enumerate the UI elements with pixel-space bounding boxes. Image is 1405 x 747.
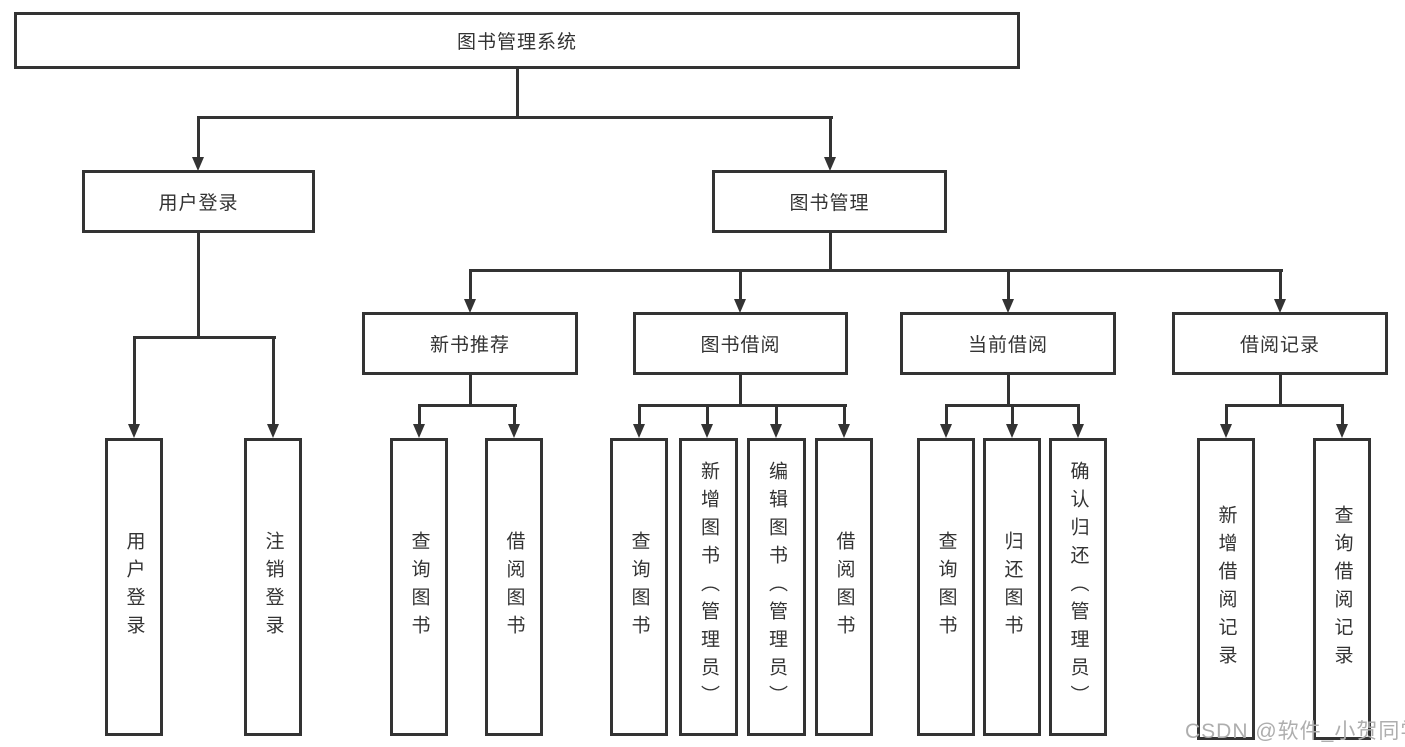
node-label: 图书借阅 bbox=[700, 335, 781, 356]
node-label: 查询图书 bbox=[935, 531, 957, 643]
arrowhead-down-icon bbox=[838, 424, 850, 438]
node-label: 用户登录 bbox=[158, 193, 239, 214]
csdn-watermark: CSDN @软件_小贺同学 bbox=[1185, 720, 1405, 743]
arrowhead-down-icon bbox=[508, 424, 520, 438]
node-borrow-query-book: 查询图书 bbox=[610, 438, 668, 736]
connector-recommend-branch bbox=[418, 404, 517, 407]
arrowhead-down-icon bbox=[464, 299, 476, 313]
node-label: 图书管理系统 bbox=[456, 32, 577, 53]
arrowhead-down-icon bbox=[1072, 424, 1084, 438]
connector-leaf-stem bbox=[1011, 404, 1014, 425]
connector-to-current bbox=[1007, 269, 1010, 300]
node-borrow-borrow-book: 借阅图书 bbox=[815, 438, 873, 736]
connector-leaf-stem bbox=[1341, 404, 1344, 425]
arrowhead-down-icon bbox=[701, 424, 713, 438]
arrowhead-down-icon bbox=[128, 424, 140, 438]
connector-borrow-branch bbox=[638, 404, 847, 407]
connector-leaf-stem bbox=[706, 404, 709, 425]
node-label: 用户登录 bbox=[123, 531, 145, 643]
node-current-confirm-return-admin: 确认归还（管理员） bbox=[1049, 438, 1107, 736]
node-record-query: 查询借阅记录 bbox=[1313, 438, 1371, 740]
node-user-login-module: 用户登录 bbox=[82, 170, 315, 233]
node-borrow-edit-book-admin: 编辑图书（管理员） bbox=[747, 438, 806, 736]
connector-records-stem bbox=[1279, 373, 1282, 407]
node-new-book-recommend: 新书推荐 bbox=[362, 312, 578, 375]
node-recommend-borrow-book: 借阅图书 bbox=[485, 438, 543, 736]
connector-bookmgmt-branch bbox=[469, 269, 1283, 272]
arrowhead-down-icon bbox=[413, 424, 425, 438]
arrowhead-down-icon bbox=[192, 157, 204, 171]
node-borrowing-records: 借阅记录 bbox=[1172, 312, 1388, 375]
node-label: 新书推荐 bbox=[429, 335, 510, 356]
connector-leaf-stem bbox=[638, 404, 641, 425]
connector-to-recommend bbox=[469, 269, 472, 300]
node-label: 编辑图书（管理员） bbox=[766, 461, 787, 713]
node-label: 新增图书（管理员） bbox=[698, 461, 719, 713]
connector-leaf-stem bbox=[1077, 404, 1080, 425]
arrowhead-down-icon bbox=[940, 424, 952, 438]
connector-leaf-stem bbox=[418, 404, 421, 425]
arrowhead-down-icon bbox=[633, 424, 645, 438]
node-label: 借阅图书 bbox=[503, 531, 525, 643]
arrowhead-down-icon bbox=[770, 424, 782, 438]
node-current-return-book: 归还图书 bbox=[983, 438, 1041, 736]
arrowhead-down-icon bbox=[1274, 299, 1286, 313]
node-label: 注销登录 bbox=[262, 531, 284, 643]
connector-leaf-stem bbox=[775, 404, 778, 425]
node-record-add: 新增借阅记录 bbox=[1197, 438, 1255, 740]
node-current-borrowing: 当前借阅 bbox=[900, 312, 1116, 375]
connector-recommend-stem bbox=[469, 373, 472, 407]
node-book-management-system: 图书管理系统 bbox=[14, 12, 1020, 69]
connector-userlogin-branch bbox=[133, 336, 276, 339]
node-user-login-leaf: 用户登录 bbox=[105, 438, 163, 736]
arrowhead-down-icon bbox=[1002, 299, 1014, 313]
connector-root-branch bbox=[197, 116, 833, 119]
connector-current-stem bbox=[1007, 373, 1010, 407]
connector-leaf-stem bbox=[843, 404, 846, 425]
node-label: 借阅记录 bbox=[1239, 335, 1320, 356]
arrowhead-down-icon bbox=[1220, 424, 1232, 438]
connector-borrow-stem bbox=[739, 373, 742, 407]
arrowhead-down-icon bbox=[1006, 424, 1018, 438]
node-label: 图书管理 bbox=[789, 193, 870, 214]
connector-to-logout bbox=[272, 336, 275, 425]
node-borrow-add-book-admin: 新增图书（管理员） bbox=[679, 438, 738, 736]
connector-leaf-stem bbox=[945, 404, 948, 425]
connector-leaf-stem bbox=[513, 404, 516, 425]
node-book-management-module: 图书管理 bbox=[712, 170, 947, 233]
node-logout: 注销登录 bbox=[244, 438, 302, 736]
connector-to-book-management bbox=[829, 116, 832, 160]
connector-userlogin-stem bbox=[197, 232, 200, 339]
node-recommend-query-book: 查询图书 bbox=[390, 438, 448, 736]
node-current-query-book: 查询图书 bbox=[917, 438, 975, 736]
connector-to-borrow bbox=[739, 269, 742, 300]
connector-root-stem bbox=[516, 66, 519, 119]
connector-to-user-login bbox=[197, 116, 200, 160]
arrowhead-down-icon bbox=[734, 299, 746, 313]
node-label: 查询图书 bbox=[408, 531, 430, 643]
connector-records-branch bbox=[1225, 404, 1344, 407]
arrowhead-down-icon bbox=[824, 157, 836, 171]
node-label: 当前借阅 bbox=[967, 335, 1048, 356]
node-label: 新增借阅记录 bbox=[1215, 505, 1237, 673]
node-label: 归还图书 bbox=[1001, 531, 1023, 643]
node-label: 借阅图书 bbox=[833, 531, 855, 643]
connector-leaf-stem bbox=[1225, 404, 1228, 425]
connector-to-records bbox=[1279, 269, 1282, 300]
arrowhead-down-icon bbox=[267, 424, 279, 438]
node-book-borrowing: 图书借阅 bbox=[633, 312, 848, 375]
connector-bookmgmt-stem bbox=[829, 232, 832, 272]
connector-to-login bbox=[133, 336, 136, 425]
node-label: 确认归还（管理员） bbox=[1067, 461, 1089, 713]
arrowhead-down-icon bbox=[1336, 424, 1348, 438]
node-label: 查询图书 bbox=[628, 531, 650, 643]
node-label: 查询借阅记录 bbox=[1331, 505, 1353, 673]
